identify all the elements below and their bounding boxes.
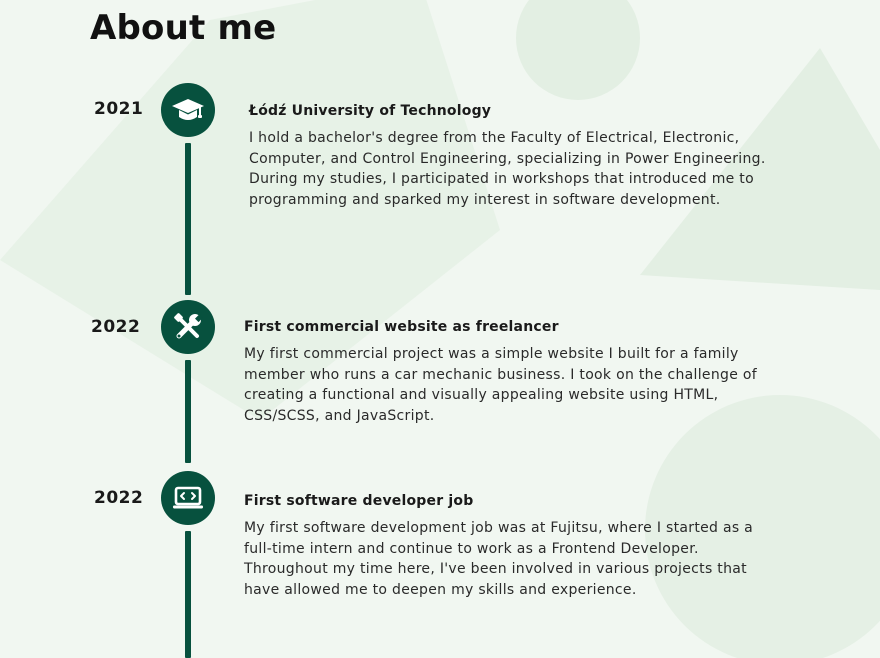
page-title: About me (90, 8, 277, 48)
timeline-line (185, 360, 191, 463)
timeline-year: 2022 (91, 317, 141, 337)
timeline-year: 2022 (94, 488, 144, 508)
timeline-node (161, 83, 215, 137)
timeline-line (185, 143, 191, 295)
entry-title: First software developer job (244, 493, 474, 509)
entry-description: My first commercial project was a simple… (244, 346, 757, 424)
timeline-year: 2021 (94, 99, 144, 119)
timeline-entry: First software developer job My first so… (244, 493, 784, 600)
entry-title: Łódź University of Technology (249, 103, 492, 119)
timeline-line (185, 531, 191, 658)
timeline-entry: Łódź University of Technology I hold a b… (249, 103, 789, 210)
graduation-cap-icon (171, 96, 205, 124)
timeline-node (161, 300, 215, 354)
timeline-entry: First commercial website as freelancer M… (244, 319, 784, 426)
timeline-node (161, 471, 215, 525)
laptop-code-icon (172, 485, 204, 511)
entry-description: My first software development job was at… (244, 520, 754, 598)
entry-description: I hold a bachelor's degree from the Facu… (249, 130, 766, 208)
entry-title: First commercial website as freelancer (244, 319, 559, 335)
tools-icon (173, 312, 203, 342)
